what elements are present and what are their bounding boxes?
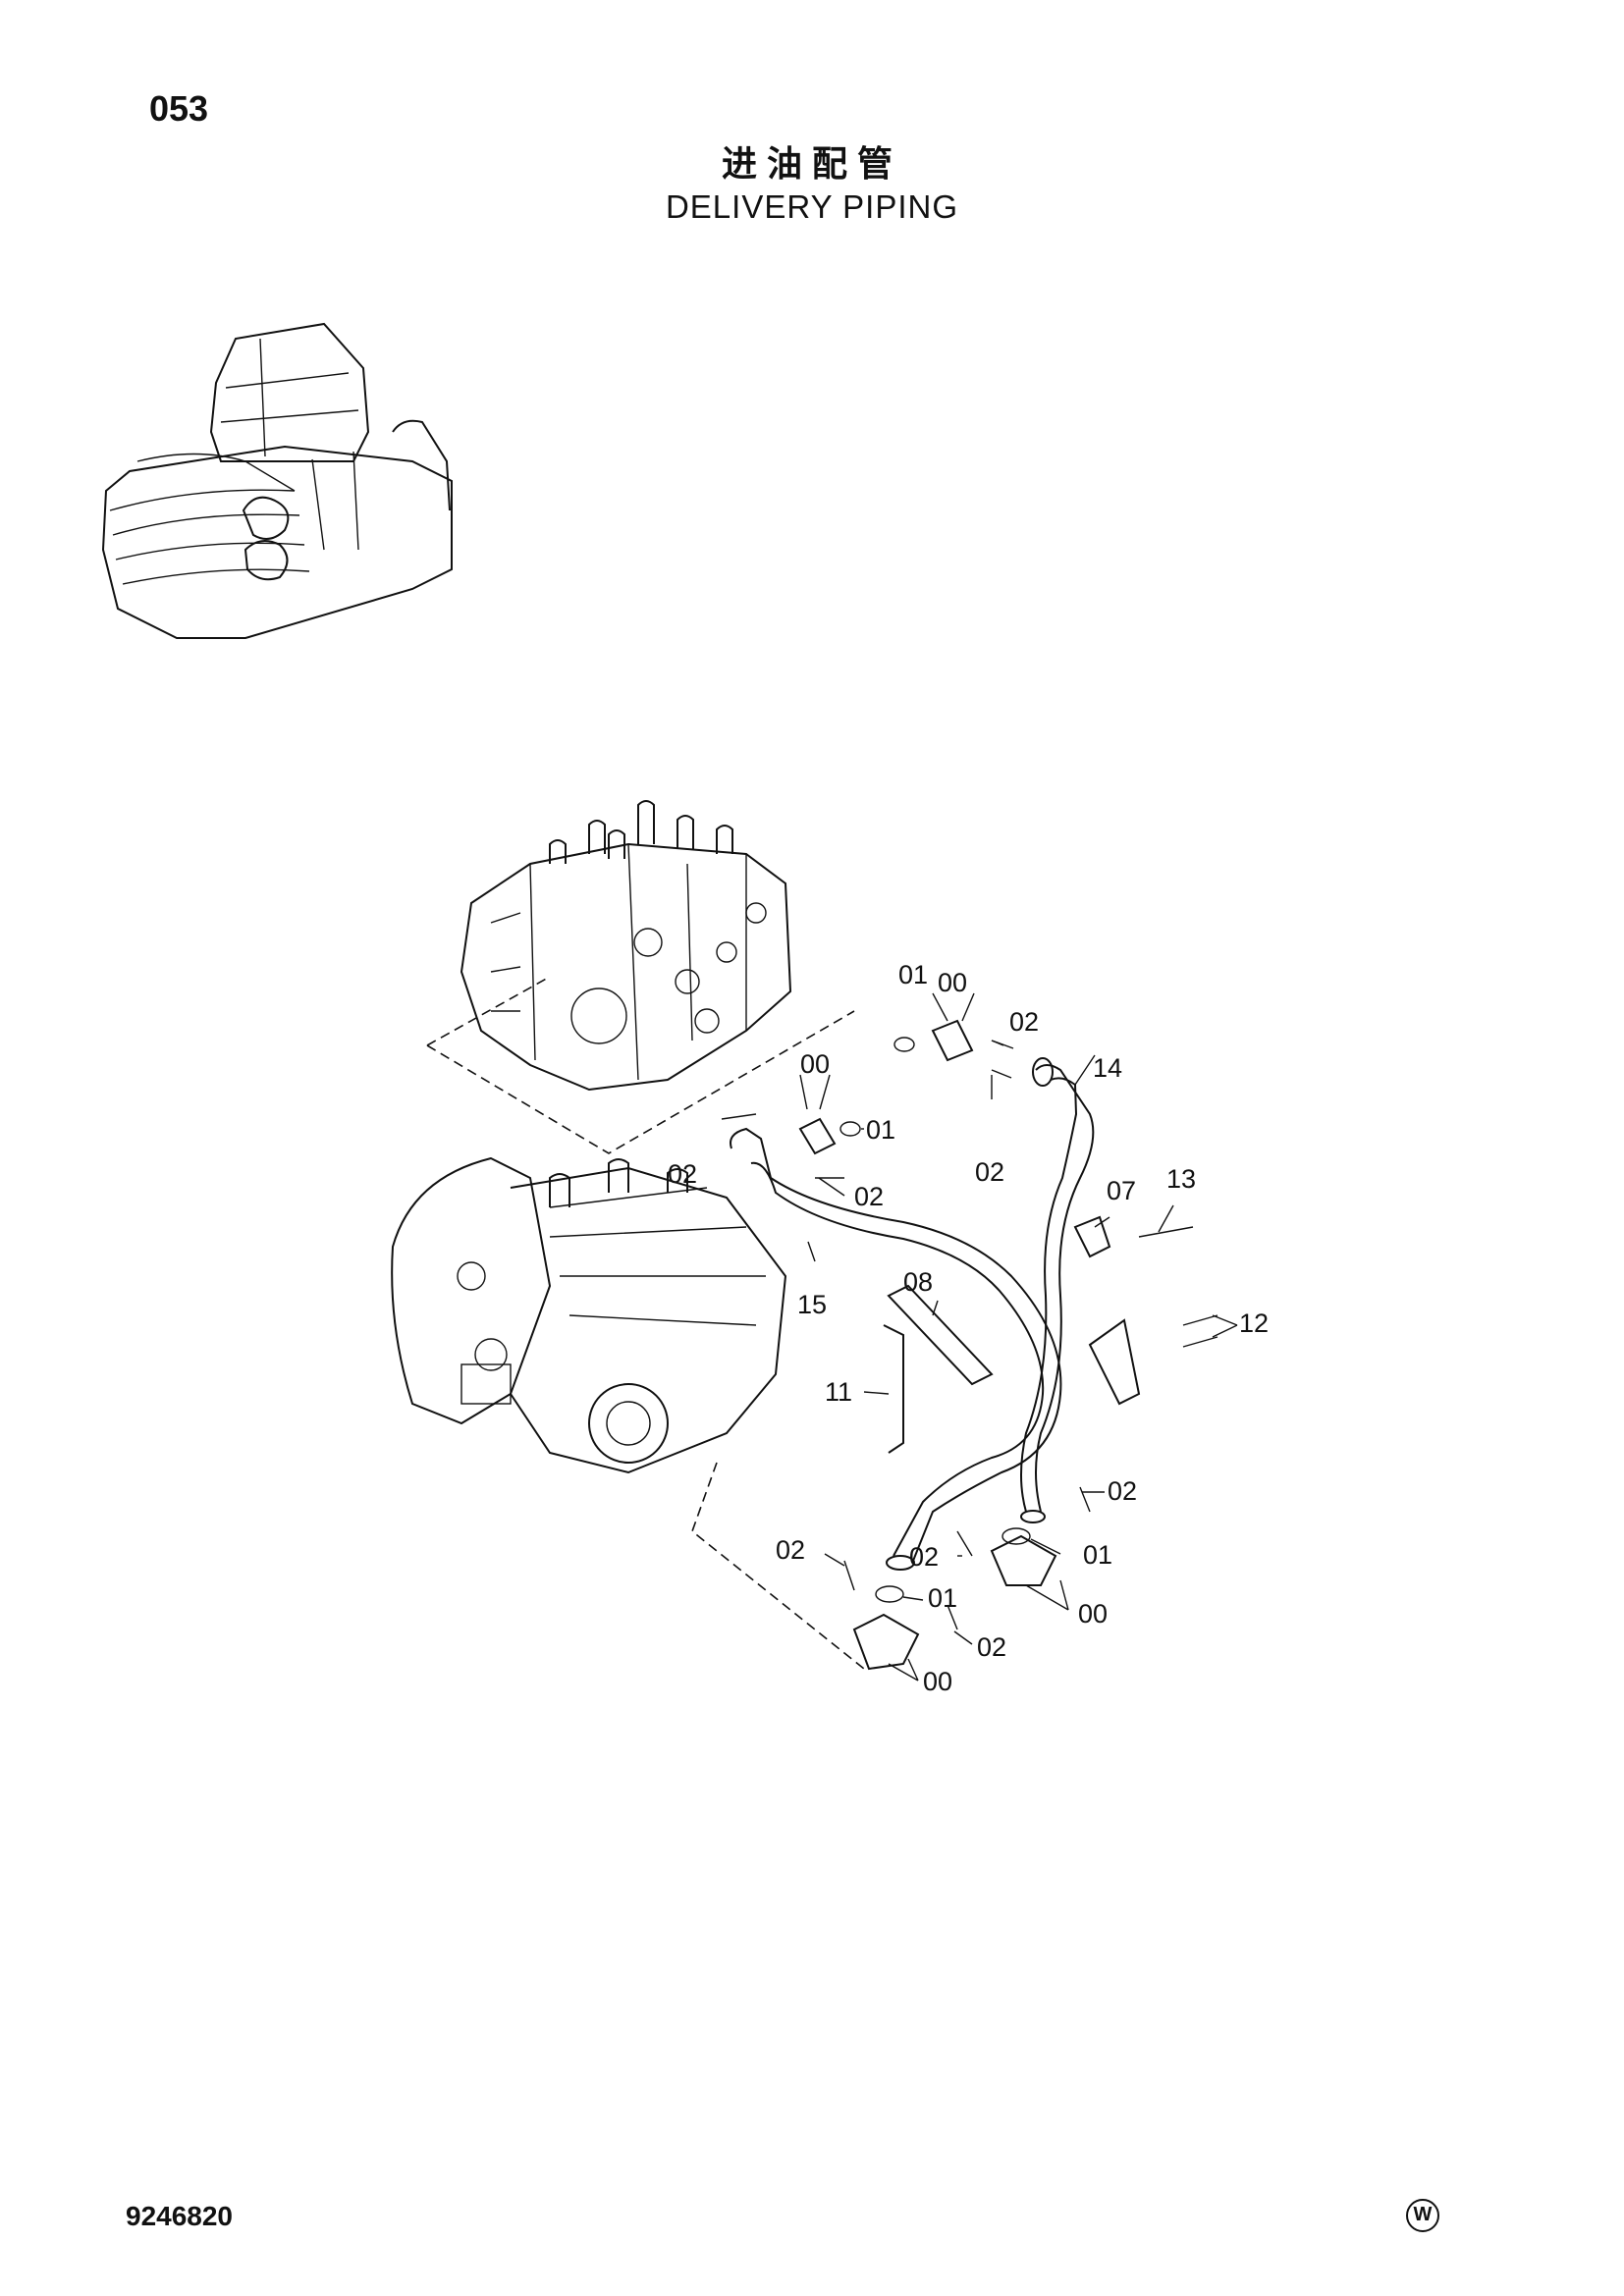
callout-00-lower-right: 00 [1078,1599,1108,1629]
callout-02-mid: 02 [854,1182,884,1211]
callout-00-mid: 00 [800,1049,830,1079]
drawing-code: 9246820 [126,2201,234,2231]
callout-08: 08 [903,1267,933,1297]
page-number: 053 [149,88,209,129]
callout-02-lower-left: 02 [776,1535,805,1565]
callout-02-right: 02 [1108,1476,1137,1506]
callout-01-mid: 01 [866,1115,895,1145]
delivery-pipes-drawing [721,1019,1218,1671]
control-valve-drawing [426,800,855,1154]
callout-15: 15 [797,1290,827,1319]
pump-drawing [391,1156,865,1670]
callout-02-lower-mid: 02 [909,1542,939,1572]
callout-01-lower-left: 01 [928,1583,957,1613]
callout-02-center: 02 [975,1157,1004,1187]
footer-circle-mark: W [1406,2199,1439,2232]
callout-14: 14 [1093,1053,1122,1083]
callout-02-top: 02 [1009,1007,1039,1037]
callout-00-bottom: 00 [923,1667,952,1696]
excavator-locator-drawing [101,322,453,639]
page-title-english: DELIVERY PIPING [665,188,959,225]
page-title-chinese: 进油配管 [721,144,902,185]
callout-07: 07 [1107,1176,1136,1205]
callout-02-bottom: 02 [977,1632,1006,1662]
callout-leader-lines [799,992,1238,1682]
callout-01-lower-right: 01 [1083,1540,1112,1570]
callout-12: 12 [1239,1308,1269,1338]
callout-00-top: 00 [938,968,967,997]
callout-01-top: 01 [898,960,928,989]
callout-11: 11 [825,1377,852,1407]
callout-13: 13 [1166,1164,1196,1194]
callout-02-left: 02 [668,1159,697,1189]
